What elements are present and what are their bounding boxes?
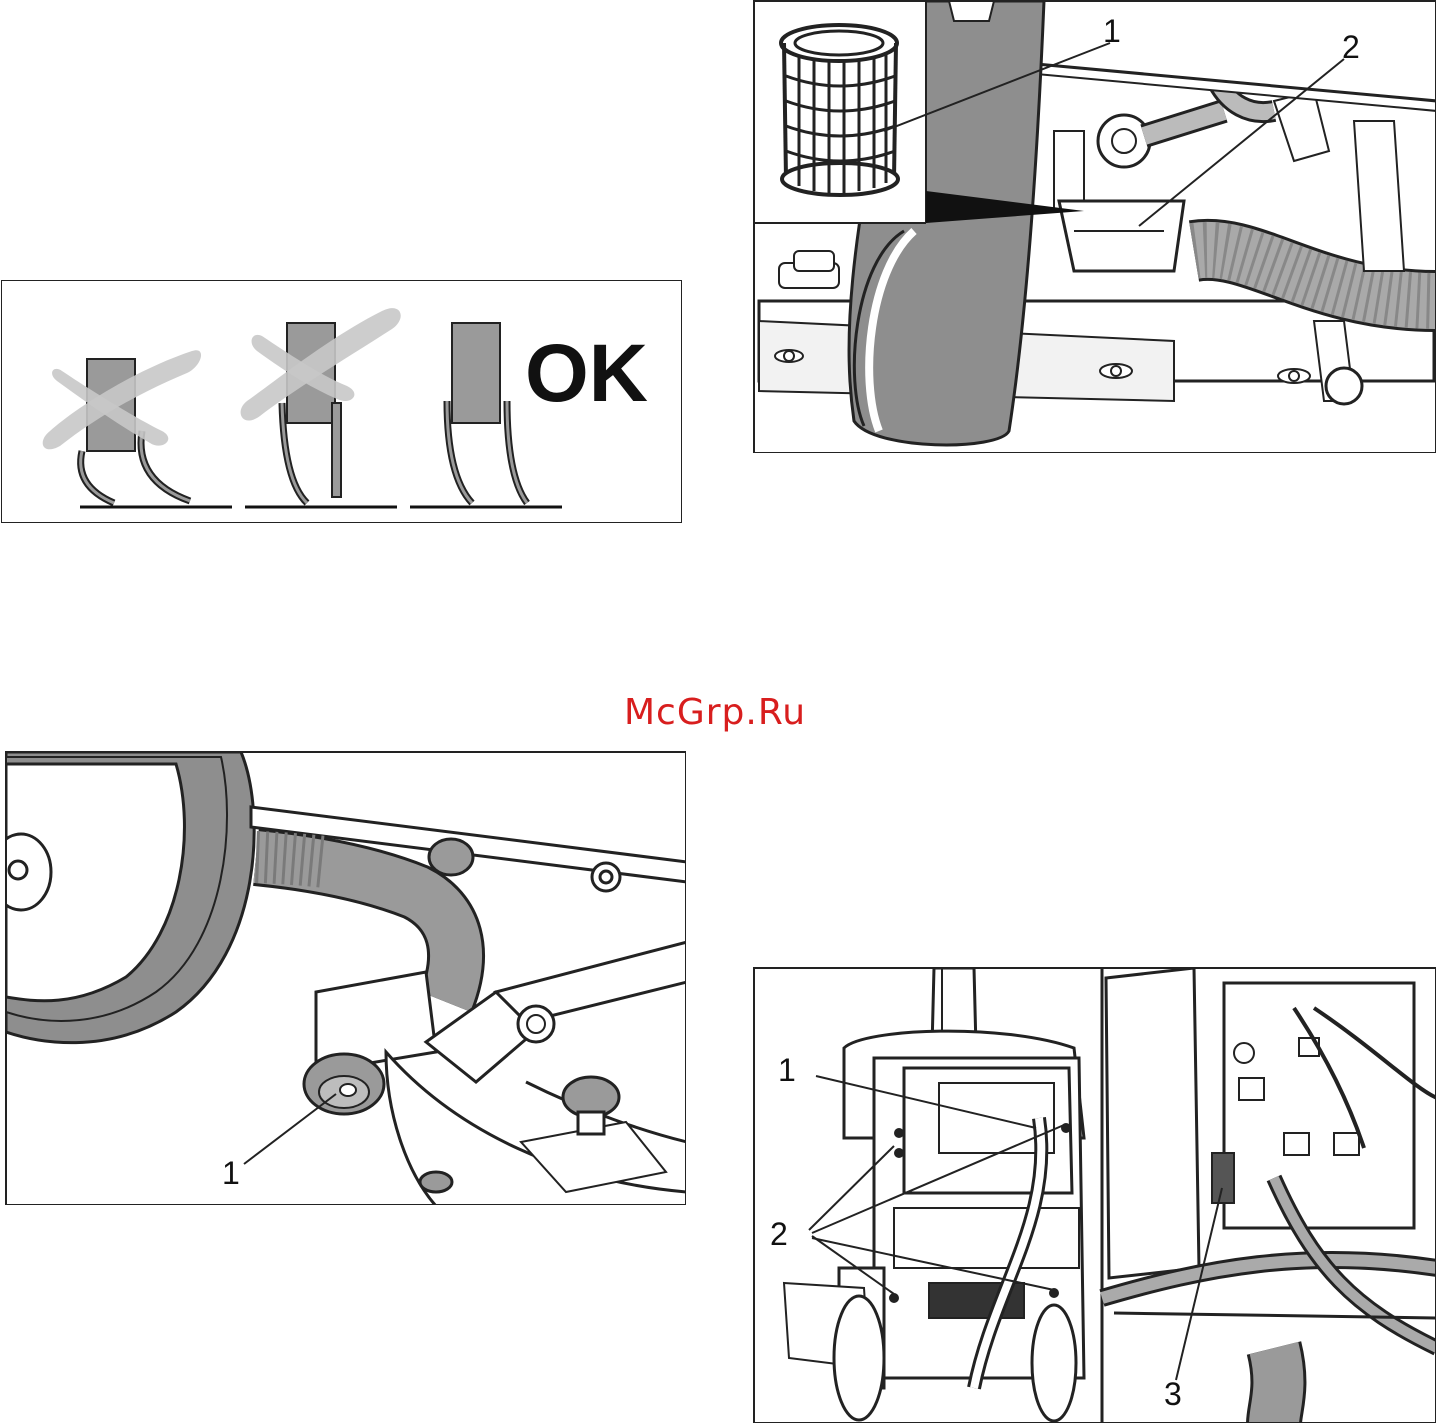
spray-guard-drawing (6, 752, 686, 1205)
spray-guard-figure: 1 (5, 751, 686, 1205)
callout-1: 1 (778, 1054, 796, 1086)
watermark-text: McGrp.Ru (624, 692, 806, 733)
callout-2: 2 (770, 1218, 788, 1250)
callout-2: 2 (1342, 31, 1360, 63)
filter-drawing (754, 1, 1436, 453)
rear-view-drawing (754, 968, 1436, 1423)
ok-label: OK (525, 333, 648, 415)
callout-3: 3 (1164, 1378, 1182, 1410)
lip-holder (452, 323, 500, 423)
squeegee-lip-figure: OK (1, 280, 682, 523)
filter-figure: 1 2 (753, 0, 1436, 453)
callout-1: 1 (222, 1157, 240, 1189)
callout-1: 1 (1103, 15, 1121, 47)
rear-view-figure: 1 2 3 (753, 967, 1436, 1423)
